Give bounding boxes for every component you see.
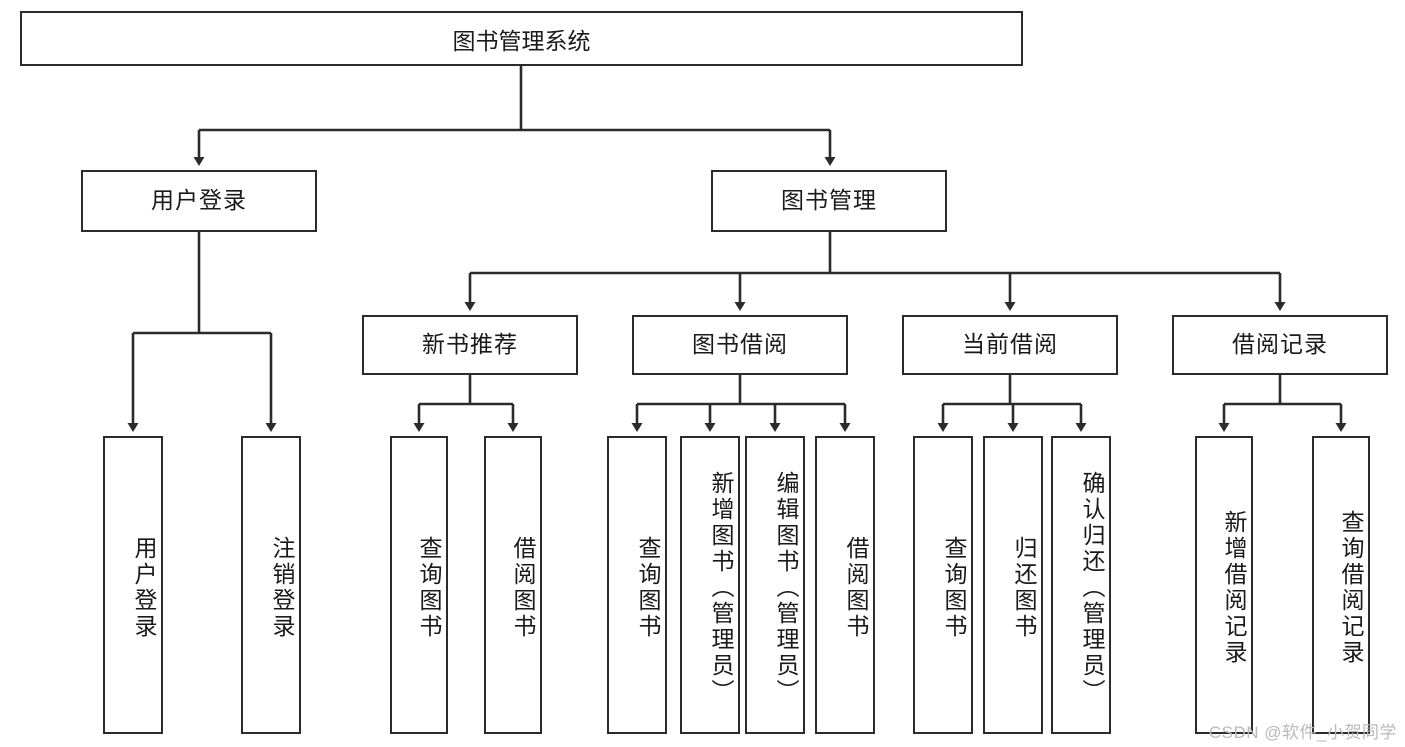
edges-login-to-leaves — [127, 232, 277, 432]
node-label: 查询图书 — [941, 536, 967, 640]
leaf-borrow-book[interactable]: 借阅图书 — [815, 436, 875, 734]
node-new-book-recommend[interactable]: 新书推荐 — [362, 315, 578, 375]
node-label: 当前借阅 — [962, 331, 1058, 358]
node-label: 图书借阅 — [692, 331, 788, 358]
edges-books-to-level3 — [464, 232, 1286, 311]
node-book-borrow[interactable]: 图书借阅 — [632, 315, 848, 375]
leaf-edit-book-admin[interactable]: 编辑图书（管理员） — [745, 436, 805, 734]
node-label: 注销登录 — [269, 536, 295, 640]
node-borrow-records[interactable]: 借阅记录 — [1172, 315, 1388, 375]
node-label: 用户登录 — [151, 187, 247, 214]
node-label: 新书推荐 — [422, 331, 518, 358]
leaf-return-book[interactable]: 归还图书 — [983, 436, 1043, 734]
node-label: 查询借阅记录 — [1338, 510, 1364, 666]
leaf-query-borrow-record[interactable]: 查询借阅记录 — [1312, 436, 1370, 734]
node-label: 新增借阅记录 — [1221, 510, 1247, 666]
node-label: 借阅图书 — [510, 536, 536, 640]
edges-root-to-level2 — [193, 66, 836, 166]
edges-borrow-to-leaves — [631, 375, 851, 432]
edges-current-to-leaves — [937, 375, 1087, 432]
node-label: 归还图书 — [1011, 536, 1037, 640]
edges-newbook-to-leaves — [413, 375, 519, 432]
leaf-add-borrow-record[interactable]: 新增借阅记录 — [1195, 436, 1253, 734]
node-label: 编辑图书（管理员） — [773, 471, 799, 705]
leaf-user-login[interactable]: 用户登录 — [103, 436, 163, 734]
leaf-logout[interactable]: 注销登录 — [241, 436, 301, 734]
node-label: 用户登录 — [131, 536, 157, 640]
node-root-system[interactable]: 图书管理系统 — [20, 11, 1023, 66]
node-label: 查询图书 — [416, 536, 442, 640]
leaf-confirm-return-admin[interactable]: 确认归还（管理员） — [1051, 436, 1111, 734]
node-book-management[interactable]: 图书管理 — [711, 170, 947, 232]
node-label: 借阅图书 — [843, 536, 869, 640]
leaf-add-book-admin[interactable]: 新增图书（管理员） — [680, 436, 740, 734]
node-user-login[interactable]: 用户登录 — [81, 170, 317, 232]
node-label: 借阅记录 — [1232, 331, 1328, 358]
leaf-query-books-borrow[interactable]: 查询图书 — [607, 436, 667, 734]
leaf-borrow-books-new[interactable]: 借阅图书 — [484, 436, 542, 734]
node-label: 新增图书（管理员） — [708, 471, 734, 705]
node-current-borrow[interactable]: 当前借阅 — [902, 315, 1118, 375]
node-label: 确认归还（管理员） — [1079, 471, 1105, 705]
leaf-query-books-new[interactable]: 查询图书 — [390, 436, 448, 734]
edges-records-to-leaves — [1218, 375, 1347, 432]
leaf-query-books-current[interactable]: 查询图书 — [913, 436, 973, 734]
node-label: 图书管理系统 — [452, 27, 591, 54]
node-label: 图书管理 — [781, 187, 877, 214]
csdn-watermark: CSDN @软件_小贺同学 — [1208, 723, 1397, 742]
node-label: 查询图书 — [635, 536, 661, 640]
